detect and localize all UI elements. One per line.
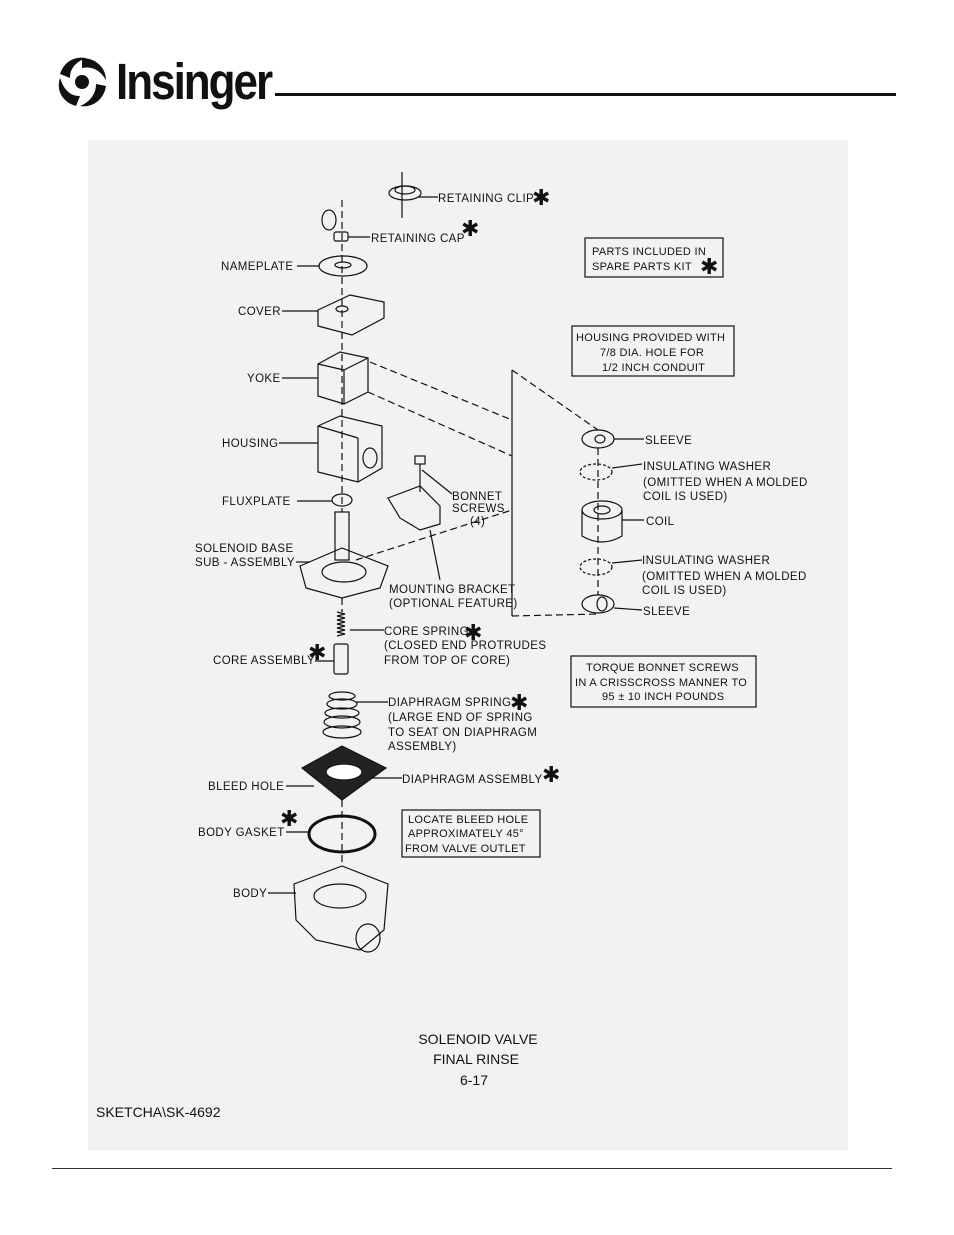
- washer-bottom-part: [579, 558, 613, 576]
- caption-subtitle: FINAL RINSE: [433, 1051, 519, 1067]
- marker-retaining-clip: ✱: [532, 185, 550, 210]
- bleed-note-box: [401, 809, 541, 858]
- caption-page-number: 6-17: [460, 1072, 488, 1088]
- label-diaphragm-spring-note-1: (LARGE END OF SPRING: [388, 712, 533, 724]
- label-insulating-washer-top-note-1: (OMITTED WHEN A MOLDED: [643, 477, 808, 489]
- diaphragm-part: [300, 745, 388, 801]
- marker-core-spring: ✱: [464, 620, 482, 645]
- spare-parts-note-box: [584, 237, 724, 278]
- housing-note-box: [571, 325, 735, 377]
- label-diaphragm-spring-note-2: TO SEAT ON DIAPHRAGM: [388, 727, 537, 739]
- label-bonnet: BONNET: [452, 491, 502, 503]
- label-screws-count: (4): [470, 516, 485, 528]
- spare-parts-note-line-2: SPARE PARTS KIT: [592, 261, 692, 273]
- yoke-part: [317, 351, 369, 405]
- brand-name: Insinger: [116, 54, 273, 111]
- label-optional-feature: (OPTIONAL FEATURE): [389, 598, 518, 610]
- label-core-spring: CORE SPRING: [384, 626, 469, 638]
- label-insulating-washer-bottom-note-1: (OMITTED WHEN A MOLDED: [642, 571, 807, 583]
- marker-diaphragm-assembly: ✱: [542, 762, 560, 787]
- core-part: [333, 643, 349, 675]
- label-cover: COVER: [238, 306, 281, 318]
- label-insulating-washer-bottom: INSULATING WASHER: [642, 555, 770, 567]
- bleed-note-line-2: APPROXIMATELY 45°: [408, 828, 524, 840]
- label-core-spring-note-2: FROM TOP OF CORE): [384, 655, 510, 667]
- label-nameplate: NAMEPLATE: [221, 261, 293, 273]
- footer-rule: [52, 1168, 892, 1169]
- label-screws: SCREWS: [452, 503, 505, 515]
- marker-spare-parts: ✱: [700, 254, 718, 279]
- diaphragm-spring-part: [322, 691, 362, 739]
- housing-note-line-1: HOUSING PROVIDED WITH: [576, 332, 725, 344]
- solenoid-base-part: [299, 511, 389, 599]
- label-core-assembly: CORE ASSEMBLY: [213, 655, 315, 667]
- housing-note-line-2: 7/8 DIA. HOLE FOR: [600, 347, 704, 359]
- bleed-note-line-3: FROM VALVE OUTLET: [405, 843, 526, 855]
- cover-part: [317, 294, 385, 336]
- label-core-spring-note-1: (CLOSED END PROTRUDES: [384, 640, 546, 652]
- bleed-note-line-1: LOCATE BLEED HOLE: [408, 814, 528, 826]
- core-spring-part: [336, 611, 346, 637]
- housing-note-line-3: 1/2 INCH CONDUIT: [602, 362, 705, 374]
- marker-retaining-cap: ✱: [461, 216, 479, 241]
- mounting-bracket-part: [387, 485, 441, 531]
- label-insulating-washer-top-note-2: COIL IS USED): [643, 491, 728, 503]
- marker-core-assembly: ✱: [308, 640, 326, 665]
- insinger-logo: Insinger: [52, 48, 280, 114]
- label-yoke: YOKE: [247, 373, 281, 385]
- label-sleeve-bottom: SLEEVE: [643, 606, 690, 618]
- retaining-cap-part: [321, 209, 349, 242]
- swirl-logo-icon: [58, 57, 106, 107]
- label-sub-assembly: SUB - ASSEMBLY: [195, 557, 295, 569]
- label-diaphragm-spring-note-3: ASSEMBLY): [388, 741, 457, 753]
- label-diaphragm-assembly: DIAPHRAGM ASSEMBLY: [402, 774, 543, 786]
- sleeve-bottom-part: [581, 594, 615, 614]
- label-insulating-washer-bottom-note-2: COIL IS USED): [642, 585, 727, 597]
- washer-top-part: [579, 463, 613, 481]
- label-sleeve-top: SLEEVE: [645, 435, 692, 447]
- sketch-reference: SKETCHA\SK-4692: [96, 1104, 221, 1120]
- label-body-gasket: BODY GASKET: [198, 827, 285, 839]
- label-insulating-washer-top: INSULATING WASHER: [643, 461, 771, 473]
- coil-part: [581, 500, 623, 543]
- marker-diaphragm-spring: ✱: [510, 690, 528, 715]
- torque-note-line-3: 95 ± 10 INCH POUNDS: [602, 691, 724, 703]
- exploded-diagram: RETAINING CLIP ✱ RETAINING CAP ✱ NAMEPLA…: [88, 140, 848, 1150]
- bonnet-screw-part: [414, 455, 426, 492]
- torque-note-line-1: TORQUE BONNET SCREWS: [586, 662, 739, 674]
- caption-title: SOLENOID VALVE: [418, 1031, 537, 1047]
- label-retaining-clip: RETAINING CLIP: [438, 193, 534, 205]
- spare-parts-note-line-1: PARTS INCLUDED IN: [592, 246, 706, 258]
- torque-note-box: [570, 655, 757, 708]
- header-rule: [275, 93, 896, 96]
- torque-note-line-2: IN A CRISSCROSS MANNER TO: [575, 677, 747, 689]
- label-mounting-bracket: MOUNTING BRACKET: [389, 584, 516, 596]
- label-retaining-cap: RETAINING CAP: [371, 233, 465, 245]
- housing-part: [317, 415, 383, 483]
- label-bleed-hole: BLEED HOLE: [208, 781, 284, 793]
- valve-body-part: [293, 865, 389, 953]
- label-fluxplate: FLUXPLATE: [222, 496, 291, 508]
- marker-body-gasket: ✱: [280, 806, 298, 831]
- label-solenoid-base: SOLENOID BASE: [195, 543, 294, 555]
- label-coil: COIL: [646, 516, 675, 528]
- nameplate-part: [318, 255, 368, 277]
- label-housing: HOUSING: [222, 438, 278, 450]
- sleeve-top-part: [581, 429, 615, 449]
- label-diaphragm-spring: DIAPHRAGM SPRING: [388, 697, 511, 709]
- fluxplate-part: [331, 493, 353, 507]
- retaining-clip-part: [388, 172, 422, 218]
- label-body: BODY: [233, 888, 267, 900]
